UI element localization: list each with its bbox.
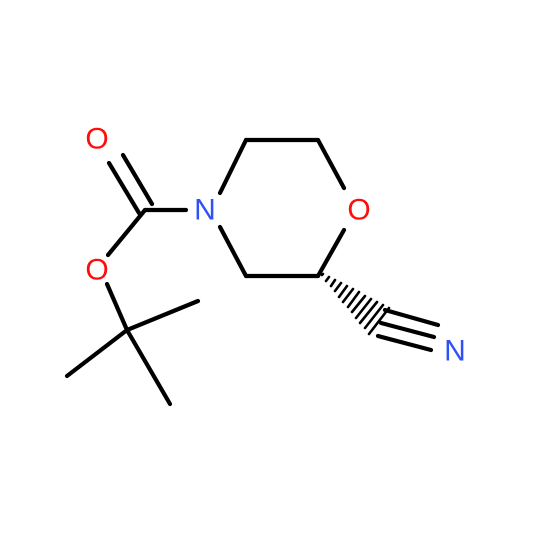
tbutyl-methyl-right-bond (124, 298, 201, 333)
nitrile-nitrogen-label: N (444, 335, 466, 368)
ring-bond-n-c3 (217, 137, 249, 196)
carbonyl-double-bond (106, 152, 155, 216)
carbonyl-oxygen-label: O (85, 123, 108, 156)
hashed-wedge-bond (320, 272, 391, 336)
ester-oxygen-to-tbutyl-bond (104, 281, 130, 333)
ring-nitrogen-label: N (194, 194, 216, 227)
ester-oxygen-label: O (85, 254, 108, 287)
nitrile-triple-bond (375, 307, 441, 353)
tbutyl-methyl-left-bond (64, 327, 130, 379)
ring-bond-o-c6 (315, 227, 347, 279)
ring-bond-c5-n (217, 224, 249, 279)
ring-oxygen-label: O (347, 194, 370, 227)
tbutyl-methyl-down-bond (124, 327, 173, 407)
ring-bond-c2-o (315, 137, 347, 191)
carbonyl-to-ester-oxygen-bond (105, 207, 148, 258)
